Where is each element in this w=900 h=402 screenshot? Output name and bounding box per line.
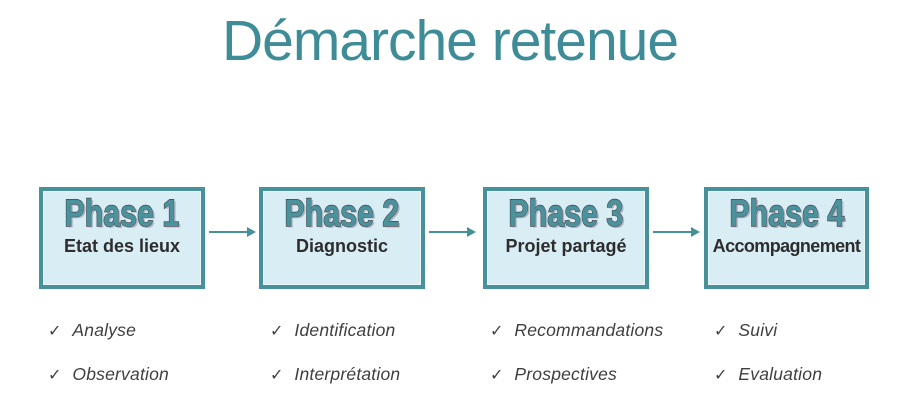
phase-2-subtitle: Diagnostic (295, 236, 388, 256)
phase-4-checklist: ✓ Suivi ✓ Evaluation (714, 320, 822, 402)
list-item-label: Prospectives (514, 364, 617, 384)
list-item-label: Evaluation (738, 364, 823, 384)
list-item: ✓ Evaluation (714, 364, 822, 402)
list-item: ✓ Recommandations (490, 320, 663, 364)
check-icon: ✓ (490, 323, 504, 340)
phase-2-label: Phase 2 (284, 193, 400, 235)
check-icon: ✓ (270, 323, 284, 340)
check-icon: ✓ (270, 367, 284, 384)
list-item-label: Recommandations (514, 320, 664, 340)
phase-2-box: Phase 2 Diagnostic (259, 187, 425, 289)
list-item-label: Observation (72, 364, 169, 384)
phase-2-checklist: ✓ Identification ✓ Interprétation (270, 320, 400, 402)
list-item-label: Suivi (738, 320, 778, 340)
phase-1-subtitle: Etat des lieux (63, 236, 181, 256)
phase-1-label: Phase 1 (64, 193, 180, 235)
phase-3-checklist: ✓ Recommandations ✓ Prospectives (490, 320, 663, 402)
list-item-label: Interprétation (294, 364, 401, 384)
phase-4-label: Phase 4 (728, 193, 844, 235)
phase-1-checklist: ✓ Analyse ✓ Observation (48, 320, 169, 402)
list-item: ✓ Interprétation (270, 364, 400, 402)
phase-3-label: Phase 3 (508, 193, 624, 235)
check-icon: ✓ (714, 323, 728, 340)
page-title: Démarche retenue (221, 9, 679, 73)
phase-3-box: Phase 3 Projet partagé (483, 187, 649, 289)
list-item: ✓ Suivi (714, 320, 822, 364)
check-icon: ✓ (48, 323, 62, 340)
phase-1-box: Phase 1 Etat des lieux (39, 187, 205, 289)
right-arrow-icon (653, 227, 700, 237)
check-icon: ✓ (490, 367, 504, 384)
check-icon: ✓ (48, 367, 62, 384)
list-item: ✓ Prospectives (490, 364, 663, 402)
right-arrow-icon (209, 227, 256, 237)
right-arrow-icon (429, 227, 476, 237)
phase-4-box: Phase 4 Accompagnement (704, 187, 869, 289)
phase-3-subtitle: Projet partagé (505, 236, 627, 256)
list-item: ✓ Analyse (48, 320, 169, 364)
list-item: ✓ Identification (270, 320, 400, 364)
phase-4-subtitle: Accompagnement (712, 236, 861, 256)
list-item-label: Identification (294, 320, 396, 340)
list-item-label: Analyse (72, 320, 137, 340)
list-item: ✓ Observation (48, 364, 169, 402)
check-icon: ✓ (714, 367, 728, 384)
